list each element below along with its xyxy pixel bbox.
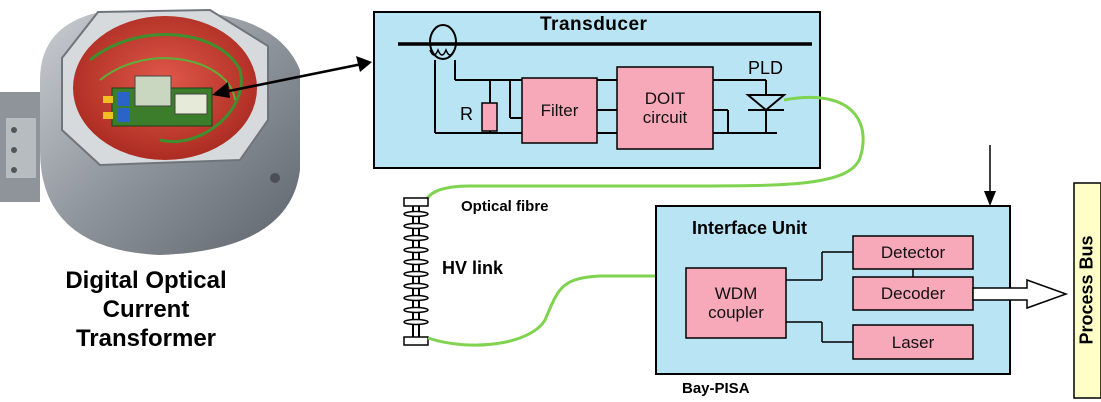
wdm-coupler-block	[685, 267, 787, 339]
decoder-block	[852, 276, 974, 311]
wdm-coupler-label: WDM coupler	[686, 268, 786, 338]
process-bus-label: Process Bus	[1076, 235, 1097, 345]
laser-label: Laser	[891, 332, 935, 352]
interface-input-arrow	[984, 145, 996, 206]
photo-to-transducer-arrow	[212, 56, 372, 98]
doit-circuit-block	[616, 66, 714, 150]
process-bus-bar	[1073, 182, 1101, 399]
hv-link-label: HV link	[442, 258, 504, 278]
transformer-photo	[0, 8, 300, 255]
bay-pisa-label: Bay-PISA	[682, 380, 750, 397]
photo-caption: Digital Optical Current Transformer	[30, 266, 262, 353]
optical-fibre-upper	[424, 95, 865, 206]
doit-circuit-label: DOIT circuit	[617, 67, 713, 149]
optical-fibre-lower	[427, 274, 685, 347]
resistor	[481, 102, 498, 132]
caption-line-2: Current	[102, 296, 190, 323]
optical-fibre-label: Optical fibre	[461, 198, 549, 215]
caption-line-3: Transformer	[75, 325, 217, 352]
detector-block	[852, 235, 974, 270]
wdm-line-2: coupler	[708, 303, 764, 322]
resistor-label: R	[460, 104, 473, 124]
transducer-circuit	[398, 24, 812, 134]
interface-wiring	[786, 251, 914, 343]
hv-insulator	[403, 197, 429, 346]
transducer-title: Transducer	[540, 14, 648, 35]
decoder-label: Decoder	[880, 284, 946, 303]
caption-line-1: Digital Optical	[65, 267, 227, 294]
wdm-line-1: WDM	[714, 284, 758, 303]
filter-label: Filter	[540, 101, 579, 120]
detector-label: Detector	[880, 243, 946, 262]
doit-line-1: DOIT	[644, 89, 686, 108]
output-arrow	[972, 278, 1069, 310]
doit-line-2: circuit	[642, 108, 688, 127]
pld-label: PLD	[748, 58, 784, 78]
interface-unit-title: Interface Unit	[692, 218, 808, 238]
filter-block	[521, 77, 598, 144]
